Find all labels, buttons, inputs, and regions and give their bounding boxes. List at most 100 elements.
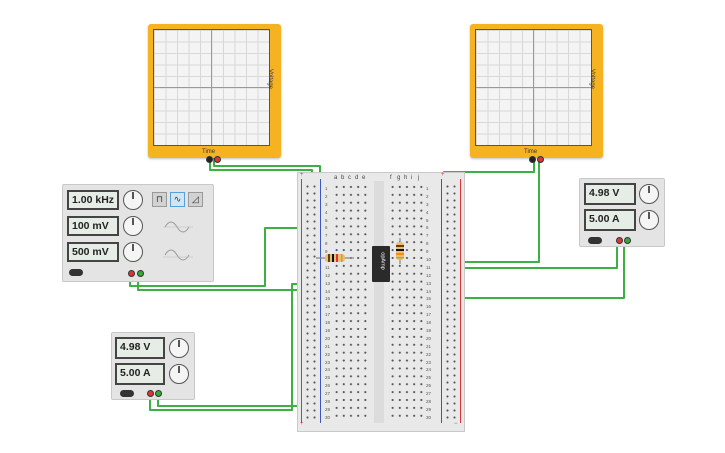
power-switch[interactable]	[69, 269, 83, 276]
psu-terminal-pos[interactable]	[147, 390, 154, 397]
wire-fgen-1	[129, 227, 313, 287]
col-c-label: c	[348, 175, 351, 181]
rail-holes-right[interactable]	[444, 183, 458, 421]
row-number: 7	[325, 233, 328, 239]
triangle-wave-button[interactable]: ◿	[188, 192, 203, 207]
col-a-label: a	[334, 175, 338, 181]
row-number: 11	[426, 264, 431, 270]
fgen-terminal-neg[interactable]	[137, 270, 144, 277]
scope-screen	[153, 29, 270, 146]
rail-plus-left	[301, 179, 302, 423]
row-number: 27	[426, 391, 432, 397]
row-number: 23	[325, 359, 331, 365]
row-number: 26	[325, 383, 331, 389]
psu-terminal-pos[interactable]	[616, 237, 623, 244]
breadboard[interactable]: + + + − a b c d e f g h i j 123456789101…	[297, 172, 465, 432]
row-number: 9	[426, 249, 429, 255]
row-number: 11	[325, 264, 330, 270]
current-knob[interactable]	[169, 364, 189, 384]
scope-terminal-pos[interactable]	[214, 156, 221, 163]
voltage-display: 4.98 V	[115, 337, 165, 359]
resistor-input[interactable]	[316, 252, 354, 264]
row-number: 4	[426, 209, 429, 215]
opamp-chip[interactable]: opAmp	[372, 246, 390, 282]
col-f-label: f	[390, 175, 392, 181]
col-d-label: d	[355, 175, 359, 181]
row-number: 17	[426, 312, 432, 318]
row-number: 18	[325, 320, 331, 326]
function-generator[interactable]: 1.00 kHz 100 mV 500 mV ⊓ ∿ ◿	[62, 184, 214, 282]
time-label: Time	[524, 149, 538, 155]
row-number: 9	[325, 249, 328, 255]
col-b-label: b	[341, 175, 345, 181]
row-number: 25	[325, 375, 331, 381]
row-number: 22	[426, 351, 432, 357]
power-supply-right[interactable]: 4.98 V 5.00 A	[579, 178, 665, 247]
row-number: 30	[426, 414, 432, 420]
row-number: 13	[325, 280, 331, 286]
row-number: 8	[426, 241, 429, 247]
row-number: 29	[325, 406, 331, 412]
terminal-holes-right[interactable]	[389, 183, 425, 421]
terminal-holes-left[interactable]	[333, 183, 369, 421]
rail-holes-left[interactable]	[304, 183, 318, 421]
square-wave-button[interactable]: ⊓	[152, 192, 167, 207]
row-number: 24	[325, 367, 331, 373]
row-number: 17	[325, 312, 331, 318]
voltage-knob[interactable]	[639, 184, 659, 204]
scope-terminal-pos[interactable]	[537, 156, 544, 163]
row-number: 10	[426, 257, 432, 263]
plus-label-left: +	[300, 172, 304, 178]
center-channel	[374, 181, 384, 423]
row-number: 15	[426, 296, 432, 302]
resistor-feedback[interactable]	[394, 238, 406, 264]
amplitude-knob[interactable]	[123, 216, 143, 236]
wire-psu-right-2	[443, 241, 625, 299]
scope-terminal-neg[interactable]	[529, 156, 536, 163]
row-number: 21	[325, 343, 331, 349]
row-number: 22	[325, 351, 331, 357]
psu-terminal-neg[interactable]	[624, 237, 631, 244]
row-number: 5	[426, 217, 429, 223]
row-number: 29	[426, 406, 432, 412]
offset-knob[interactable]	[123, 242, 143, 262]
frequency-display: 1.00 kHz	[67, 190, 119, 210]
power-switch[interactable]	[120, 390, 134, 397]
current-display: 5.00 A	[584, 209, 636, 231]
psu-terminal-neg[interactable]	[155, 390, 162, 397]
row-number: 6	[325, 225, 328, 231]
voltage-label: Voltage	[266, 68, 273, 90]
row-number: 16	[325, 304, 331, 310]
scope-terminal-neg[interactable]	[206, 156, 213, 163]
sine-wave-button[interactable]: ∿	[170, 192, 185, 207]
power-switch[interactable]	[588, 237, 602, 244]
power-supply-bottom[interactable]: 4.98 V 5.00 A	[111, 332, 195, 400]
voltage-knob[interactable]	[169, 338, 189, 358]
oscilloscope-left[interactable]: Voltage Time	[148, 24, 281, 163]
row-number: 8	[325, 241, 328, 247]
row-number: 3	[325, 201, 328, 207]
col-e-label: e	[362, 175, 366, 181]
rail-minus-right	[441, 179, 442, 423]
scope-screen	[475, 29, 592, 146]
row-number: 23	[426, 359, 432, 365]
col-g-label: g	[397, 175, 401, 181]
row-number: 6	[426, 225, 429, 231]
row-number: 18	[426, 320, 432, 326]
plus-label-bottom: +	[300, 421, 304, 427]
row-number: 14	[325, 288, 331, 294]
row-number: 12	[426, 272, 432, 278]
row-number: 19	[325, 328, 331, 334]
row-number: 7	[426, 233, 429, 239]
current-knob[interactable]	[639, 210, 659, 230]
fgen-terminal-pos[interactable]	[128, 270, 135, 277]
row-number: 27	[325, 391, 331, 397]
row-number: 3	[426, 201, 429, 207]
plus-label-right: +	[441, 172, 445, 178]
voltage-display: 4.98 V	[584, 183, 636, 205]
row-numbers-left: 1234567891011121314151617181920212223242…	[325, 185, 330, 422]
frequency-knob[interactable]	[123, 190, 143, 210]
row-number: 14	[426, 288, 432, 294]
ic-label: opAmp	[379, 252, 386, 270]
oscilloscope-right[interactable]: Voltage Time	[470, 24, 603, 163]
